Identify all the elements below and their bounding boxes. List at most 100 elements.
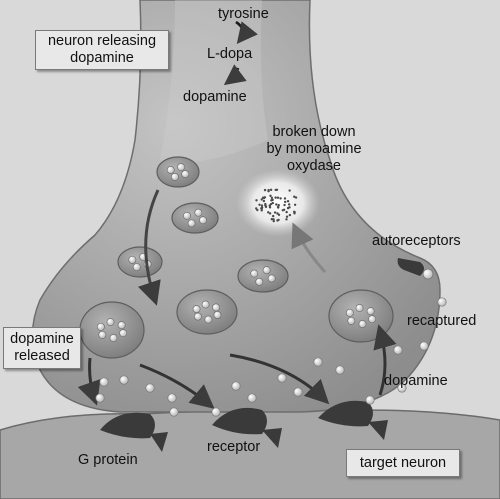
neuron-releasing-label: neuron releasing dopamine bbox=[47, 33, 157, 66]
vesicle-dopamine bbox=[106, 318, 115, 326]
breakdown-speckle bbox=[283, 200, 287, 204]
vesicle bbox=[117, 246, 163, 278]
breakdown-speckle bbox=[283, 203, 286, 207]
free-dopamine bbox=[211, 407, 221, 417]
recaptured-label: recaptured bbox=[407, 313, 477, 329]
breakdown-speckle bbox=[276, 196, 280, 199]
free-dopamine bbox=[437, 297, 447, 307]
breakdown-speckle bbox=[293, 203, 297, 207]
free-dopamine bbox=[313, 357, 323, 367]
vesicle-dopamine bbox=[213, 311, 222, 319]
vesicle-dopamine bbox=[187, 219, 196, 228]
breakdown-speckle bbox=[260, 206, 264, 209]
breakdown-speckle bbox=[269, 194, 272, 197]
free-dopamine bbox=[397, 383, 407, 393]
breakdown-speckle bbox=[260, 198, 263, 201]
breakdown-speckle bbox=[267, 188, 270, 192]
postsynaptic-receptors bbox=[100, 400, 388, 452]
breakdown-speckle bbox=[255, 207, 258, 210]
synthesis-arrow-1 bbox=[235, 20, 258, 45]
breakdown-speckle bbox=[271, 201, 274, 205]
vesicle-dopamine bbox=[171, 172, 179, 181]
breakdown-speckle bbox=[279, 197, 282, 200]
vesicle bbox=[79, 301, 145, 359]
breakdown-speckle bbox=[285, 210, 288, 214]
vesicle-dopamine bbox=[204, 315, 213, 324]
breakdown-speckle bbox=[286, 200, 290, 203]
vesicle-dopamine bbox=[192, 305, 201, 313]
breakdown-speckle bbox=[269, 188, 273, 192]
breakdown-speckle bbox=[283, 197, 287, 200]
vesicle bbox=[156, 156, 200, 188]
breakdown-speckle bbox=[294, 196, 298, 199]
recapture-arrow bbox=[373, 324, 397, 396]
vesicle-dopamine bbox=[119, 329, 128, 338]
target-neuron-box: target neuron bbox=[346, 449, 460, 477]
breakdown-speckle bbox=[285, 218, 288, 221]
vesicle-dopamine bbox=[181, 170, 190, 178]
free-dopamine bbox=[119, 375, 129, 385]
vesicle-dopamine bbox=[132, 263, 141, 272]
vesicle-dopamine bbox=[109, 334, 118, 342]
vesicle-dopamine bbox=[366, 307, 375, 316]
receptor-label: receptor bbox=[207, 439, 261, 455]
vesicle-dopamine bbox=[358, 320, 367, 328]
breakdown-speckle bbox=[287, 203, 291, 206]
target-neuron-label: target neuron bbox=[359, 454, 447, 471]
synthesis-arrow-2 bbox=[223, 64, 247, 86]
dopamine-synthesis-label: dopamine bbox=[183, 89, 247, 105]
vesicle-dopamine bbox=[117, 321, 126, 330]
vesicle bbox=[171, 202, 219, 234]
breakdown-arrow bbox=[291, 222, 327, 274]
vesicle-dopamine bbox=[166, 166, 175, 174]
g-protein-label: G protein bbox=[78, 452, 138, 468]
free-dopamine bbox=[247, 393, 257, 403]
free-dopamine bbox=[365, 395, 375, 405]
free-dopamine bbox=[169, 407, 179, 417]
vesicle-dopamine bbox=[355, 304, 364, 312]
free-dopamine bbox=[419, 341, 429, 351]
vesicle-dopamine bbox=[183, 211, 191, 220]
free-dopamine bbox=[277, 373, 287, 383]
breakdown-speckle bbox=[264, 204, 267, 207]
vesicle-dopamine bbox=[345, 308, 354, 317]
release-arrow-1 bbox=[77, 357, 101, 406]
breakdown-line-1: broken down bbox=[272, 124, 356, 140]
vesicle bbox=[237, 259, 289, 293]
vesicle-dopamine bbox=[267, 274, 276, 283]
breakdown-line-2: by monoamine bbox=[266, 141, 362, 157]
release-arrow-3 bbox=[229, 353, 330, 405]
vesicle-dopamine bbox=[347, 316, 356, 325]
vesicle-dopamine bbox=[96, 322, 105, 331]
vesicle bbox=[176, 289, 238, 335]
breakdown-glow bbox=[236, 169, 320, 237]
breakdown-speckle bbox=[270, 196, 274, 200]
vesicle-dopamine bbox=[128, 255, 137, 264]
breakdown-speckle bbox=[293, 195, 296, 198]
breakdown-speckle bbox=[272, 219, 275, 223]
vesicle-dopamine bbox=[194, 312, 202, 321]
vesicle-dopamine bbox=[368, 315, 377, 324]
breakdown-speckle bbox=[267, 211, 270, 214]
free-dopamine bbox=[99, 377, 109, 387]
breakdown-speckle bbox=[275, 203, 278, 206]
free-dopamine bbox=[335, 365, 345, 375]
free-dopamine bbox=[231, 381, 241, 391]
vesicle-dopamine bbox=[194, 208, 203, 217]
vesicle-dopamine bbox=[98, 330, 107, 339]
breakdown-speckle bbox=[285, 215, 289, 218]
breakdown-speckle bbox=[258, 203, 261, 206]
terminal-highlight bbox=[160, 0, 268, 163]
tyrosine-label: tyrosine bbox=[218, 6, 269, 22]
breakdown-speckle bbox=[274, 196, 277, 199]
breakdown-speckle bbox=[286, 206, 290, 210]
vesicle-dopamine bbox=[177, 163, 185, 172]
breakdown-speckle bbox=[274, 188, 277, 192]
breakdown-speckle bbox=[288, 189, 291, 192]
breakdown-speckle bbox=[288, 213, 292, 217]
dopamine-cleft-label: dopamine bbox=[384, 373, 448, 389]
breakdown-speckle bbox=[281, 209, 285, 212]
vesicle-transport-arrow bbox=[137, 189, 161, 306]
l-dopa-label: L-dopa bbox=[207, 46, 253, 62]
